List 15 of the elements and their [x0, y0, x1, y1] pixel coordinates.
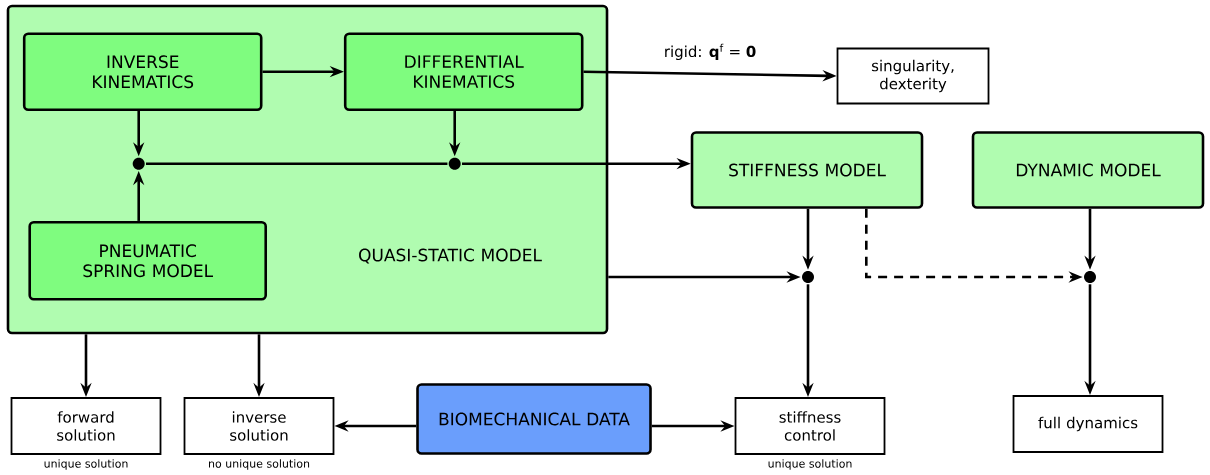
data-box: BIOMECHANICAL DATA: [416, 383, 652, 455]
process-box: INVERSE KINEMATICS: [22, 32, 263, 111]
process-box: DYNAMIC MODEL: [971, 131, 1205, 209]
output-box: full dynamics: [1012, 395, 1164, 453]
output-box: forward solution: [10, 397, 162, 455]
output-box: inverse solution: [183, 397, 335, 455]
caption-text: unique solution: [768, 459, 852, 470]
output-box: stiffness control: [734, 397, 886, 455]
process-box: PNEUMATIC SPRING MODEL: [28, 220, 267, 301]
output-box: singularity, dexterity: [836, 47, 990, 105]
process-box: STIFFNESS MODEL: [690, 131, 924, 209]
process-box: DIFFERENTIAL KINEMATICS: [343, 32, 584, 111]
caption-text: unique solution: [44, 459, 128, 470]
edge-label: rigid: q$^{f}$ = 0: [662, 42, 758, 61]
caption-text: no unique solution: [209, 459, 310, 470]
